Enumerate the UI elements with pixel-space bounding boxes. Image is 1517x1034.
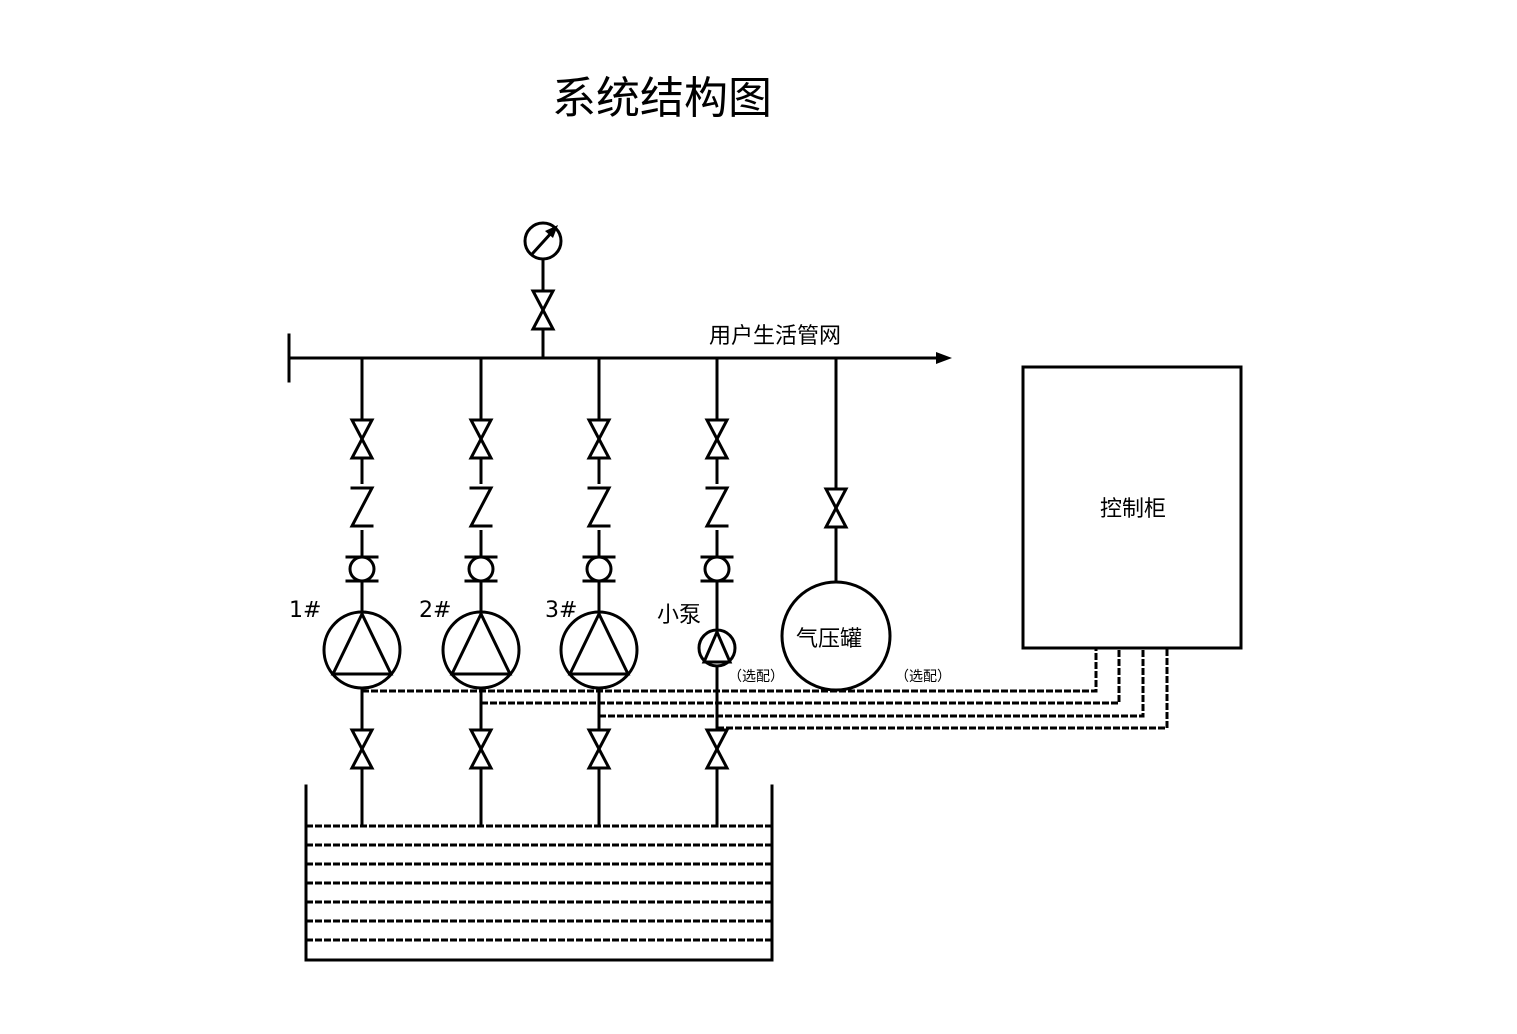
check-valve-3 [586, 484, 612, 530]
lower-valve-2 [468, 728, 494, 770]
upper-valve-4 [704, 418, 730, 460]
small-pump-label: 小泵 [657, 603, 701, 628]
flex-joint-2 [464, 555, 498, 583]
pump-3-label: 3# [545, 598, 577, 623]
lower-valve-4 [704, 728, 730, 770]
gauge-needle-icon [545, 225, 558, 238]
flex-joints [345, 555, 734, 583]
lower-valve-1 [349, 728, 375, 770]
flex-joint-4 [700, 555, 734, 583]
main-pipe [287, 333, 952, 383]
lower-valves [349, 728, 730, 770]
check-valve-1 [349, 484, 375, 530]
control-cabinet-label: 控制柜 [1100, 497, 1166, 522]
pump-1-label: 1# [289, 598, 321, 623]
pump-icon [559, 610, 639, 690]
upper-valves [349, 418, 730, 460]
upper-valve-2 [468, 418, 494, 460]
pump-icon [322, 610, 402, 690]
small-pump [697, 628, 737, 668]
pressure-tank-label: 气压罐 [796, 627, 862, 652]
pump-2-label: 2# [419, 598, 451, 623]
flex-joint-3 [582, 555, 616, 583]
check-valve-2 [468, 484, 494, 530]
small-pump-optional-note: （选配） [728, 669, 784, 685]
upper-valve-3 [586, 418, 612, 460]
gauge-valve [530, 289, 556, 331]
tank-optional-note: （选配） [895, 669, 951, 685]
pump-1 [322, 610, 402, 690]
control-signal-lines [362, 648, 1169, 730]
water-tank [304, 784, 774, 962]
diagram-title: 系统结构图 [552, 73, 772, 124]
flex-joint-1 [345, 555, 379, 583]
pump-icon [441, 610, 521, 690]
pump-2 [441, 610, 521, 690]
check-valve-4 [704, 484, 730, 530]
main-pipe-label: 用户生活管网 [709, 324, 841, 349]
upper-valve-1 [349, 418, 375, 460]
pump-3 [559, 610, 639, 690]
flow-arrow-icon [936, 352, 952, 364]
control-cabinet [1021, 365, 1243, 650]
branch-pipes [360, 356, 719, 632]
tank-branch [823, 356, 849, 584]
check-valves [349, 484, 730, 530]
lower-valve-3 [586, 728, 612, 770]
